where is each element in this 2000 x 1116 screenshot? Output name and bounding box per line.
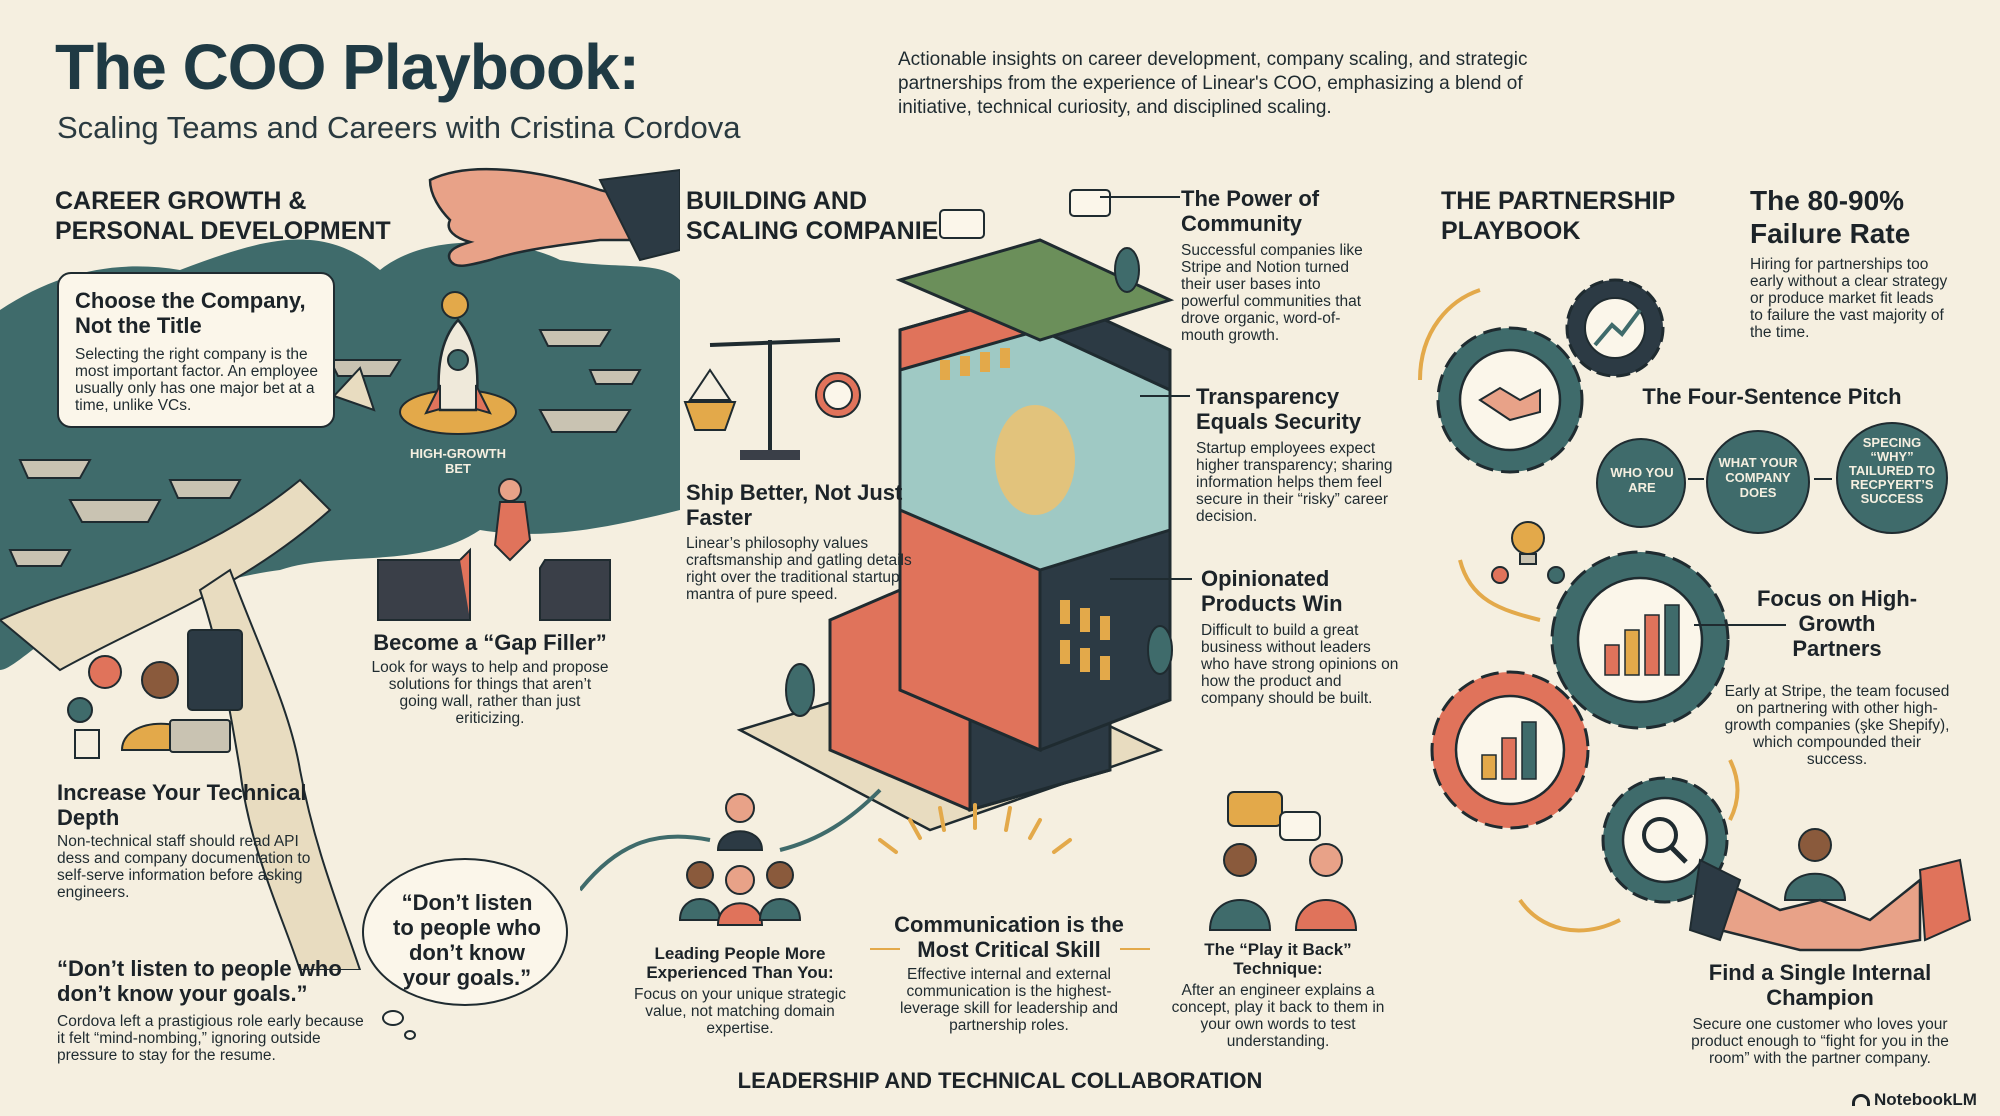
section-building-title: BUILDING AND SCALING COMPANIES bbox=[686, 187, 955, 245]
communication-title: Communication is the Most Critical Skill bbox=[894, 912, 1124, 962]
lightbulb-icon bbox=[1491, 521, 1565, 584]
gap-filler-title: Become a “Gap Filler” bbox=[373, 630, 607, 655]
community-title: The Power of Community bbox=[1181, 186, 1320, 236]
thought-bubble bbox=[362, 858, 568, 1006]
leader-line bbox=[1100, 196, 1180, 198]
page-subtitle: Scaling Teams and Careers with Cristina … bbox=[57, 110, 741, 145]
communication-body: Effective internal and external communic… bbox=[900, 966, 1118, 1034]
high-growth-bet-label: HIGH-GROWTH BET bbox=[409, 446, 507, 476]
boat-icon bbox=[168, 479, 242, 499]
gap-filler-icon bbox=[377, 478, 611, 621]
arrow-icon bbox=[1814, 478, 1832, 480]
bar-chart-gear-icon bbox=[1430, 670, 1590, 830]
quote-title: “Don’t listen to people who don’t know y… bbox=[57, 956, 342, 1006]
choose-company-card: Choose the Company, Not the Title Select… bbox=[57, 272, 335, 428]
failure-rate-body: Hiring for partnerships too early withou… bbox=[1750, 256, 1948, 341]
opinionated-body: Difficult to build a great business with… bbox=[1201, 622, 1399, 707]
gap-filler-body: Look for ways to help and propose soluti… bbox=[371, 659, 609, 727]
building-illustration bbox=[683, 189, 1175, 832]
team-icon bbox=[678, 793, 802, 926]
boat-icon bbox=[538, 329, 612, 347]
thought-bubble-dot bbox=[382, 1010, 404, 1026]
partnership-illustration bbox=[1418, 278, 1972, 952]
arrow-icon bbox=[1688, 478, 1704, 480]
cycle-arrow-icon bbox=[1418, 288, 1740, 933]
leadership-illustration bbox=[580, 788, 1358, 931]
decor-line bbox=[1120, 948, 1150, 950]
tree-icon bbox=[785, 247, 1173, 717]
leader-line bbox=[1140, 395, 1190, 397]
boat-icon bbox=[328, 359, 402, 377]
notebooklm-logo-icon bbox=[1852, 1094, 1870, 1106]
champion-handshake-icon bbox=[1688, 828, 1972, 952]
leading-people-title: Leading People More Experienced Than You… bbox=[646, 944, 834, 982]
boat-icon bbox=[8, 549, 72, 567]
focus-partners-title: Focus on High-Growth Partners bbox=[1756, 586, 1918, 661]
technical-depth-title: Increase Your Technical Depth bbox=[57, 780, 307, 830]
rooftop-garden bbox=[895, 238, 1175, 342]
choose-company-title: Choose the Company, Not the Title bbox=[75, 288, 306, 338]
rocket-icon bbox=[424, 318, 492, 432]
pitch-step-label: WHAT YOUR COMPANY DOES bbox=[1718, 455, 1798, 500]
developer-icon bbox=[67, 629, 243, 759]
road-arrow-icon bbox=[332, 366, 376, 412]
chat-bubble-icon bbox=[939, 209, 985, 239]
play-back-icon bbox=[1208, 791, 1358, 931]
chat-bubble-icon bbox=[1069, 189, 1111, 217]
focus-partners-body: Early at Stripe, the team focused on par… bbox=[1724, 683, 1950, 768]
hand-with-coin-icon bbox=[428, 167, 680, 319]
scales-icon bbox=[683, 338, 861, 460]
section-leadership-title: LEADERSHIP AND TECHNICAL COLLABORATION bbox=[737, 1068, 1263, 1093]
choose-company-body: Selecting the right company is the most … bbox=[75, 346, 318, 414]
leader-line bbox=[1694, 624, 1786, 626]
leader-line bbox=[1110, 578, 1192, 580]
ship-better-title: Ship Better, Not Just Faster bbox=[686, 480, 903, 530]
boat-icon bbox=[588, 369, 642, 385]
leading-people-body: Focus on your unique strategic value, no… bbox=[634, 986, 846, 1037]
notebooklm-brand: NotebookLM bbox=[1852, 1090, 1992, 1110]
ship-better-body: Linear’s philosophy values craftsmanship… bbox=[686, 535, 912, 603]
community-body: Successful companies like Stripe and Not… bbox=[1181, 242, 1363, 344]
boat-icon bbox=[68, 499, 162, 523]
section-career-title: CAREER GROWTH & PERSONAL DEVELOPMENT bbox=[55, 187, 391, 245]
pitch-step-label: WHO YOU ARE bbox=[1610, 465, 1674, 495]
boat-icon bbox=[538, 409, 632, 433]
failure-rate-title: The 80-90% Failure Rate bbox=[1750, 185, 1911, 249]
quote-body: Cordova left a prastigious role early be… bbox=[57, 1013, 364, 1064]
technical-depth-body: Non-technical staff should read API dess… bbox=[57, 833, 311, 901]
road-shape bbox=[0, 478, 332, 672]
pitch-step-2: WHAT YOUR COMPANY DOES bbox=[1706, 430, 1810, 534]
decor-line bbox=[870, 948, 900, 950]
sun-rays-icon bbox=[878, 803, 1072, 854]
champion-title: Find a Single Internal Champion bbox=[1708, 960, 1932, 1010]
boat-icon bbox=[18, 459, 92, 479]
connector-line bbox=[580, 834, 711, 892]
transparency-body: Startup employees expect higher transpar… bbox=[1196, 440, 1393, 525]
play-back-title: The “Play it Back” Technique: bbox=[1204, 940, 1352, 978]
pitch-title: The Four-Sentence Pitch bbox=[1642, 384, 1902, 409]
thought-bubble-dot bbox=[404, 1030, 416, 1040]
connector-line bbox=[779, 788, 882, 852]
opinionated-title: Opinionated Products Win bbox=[1201, 566, 1343, 616]
pitch-step-1: WHO YOU ARE bbox=[1596, 438, 1686, 528]
handshake-gear-icon bbox=[1436, 326, 1584, 474]
champion-body: Secure one customer who loves your produ… bbox=[1691, 1016, 1949, 1067]
pitch-step-3: SPECING “WHY” TAILURED TO RECPYERT’S SUC… bbox=[1836, 422, 1948, 534]
section-partnership-title: THE PARTNERSHIP PLAYBOOK bbox=[1441, 187, 1675, 245]
transparency-title: Transparency Equals Security bbox=[1196, 384, 1362, 434]
pitch-step-label: SPECING “WHY” TAILURED TO RECPYERT’S SUC… bbox=[1848, 435, 1936, 506]
growth-chart-gear-icon bbox=[1550, 550, 1730, 730]
notebooklm-brand-label: NotebookLM bbox=[1874, 1090, 1977, 1109]
play-back-body: After an engineer explains a concept, pl… bbox=[1171, 982, 1385, 1050]
intro-text: Actionable insights on career developmen… bbox=[898, 49, 1528, 118]
magnifier-gear-icon bbox=[1601, 776, 1729, 904]
page-title: The COO Playbook: bbox=[55, 31, 640, 103]
thought-bubble-text: “Don’t listen to people who don’t know y… bbox=[393, 890, 541, 990]
trend-gear-icon bbox=[1565, 278, 1665, 378]
